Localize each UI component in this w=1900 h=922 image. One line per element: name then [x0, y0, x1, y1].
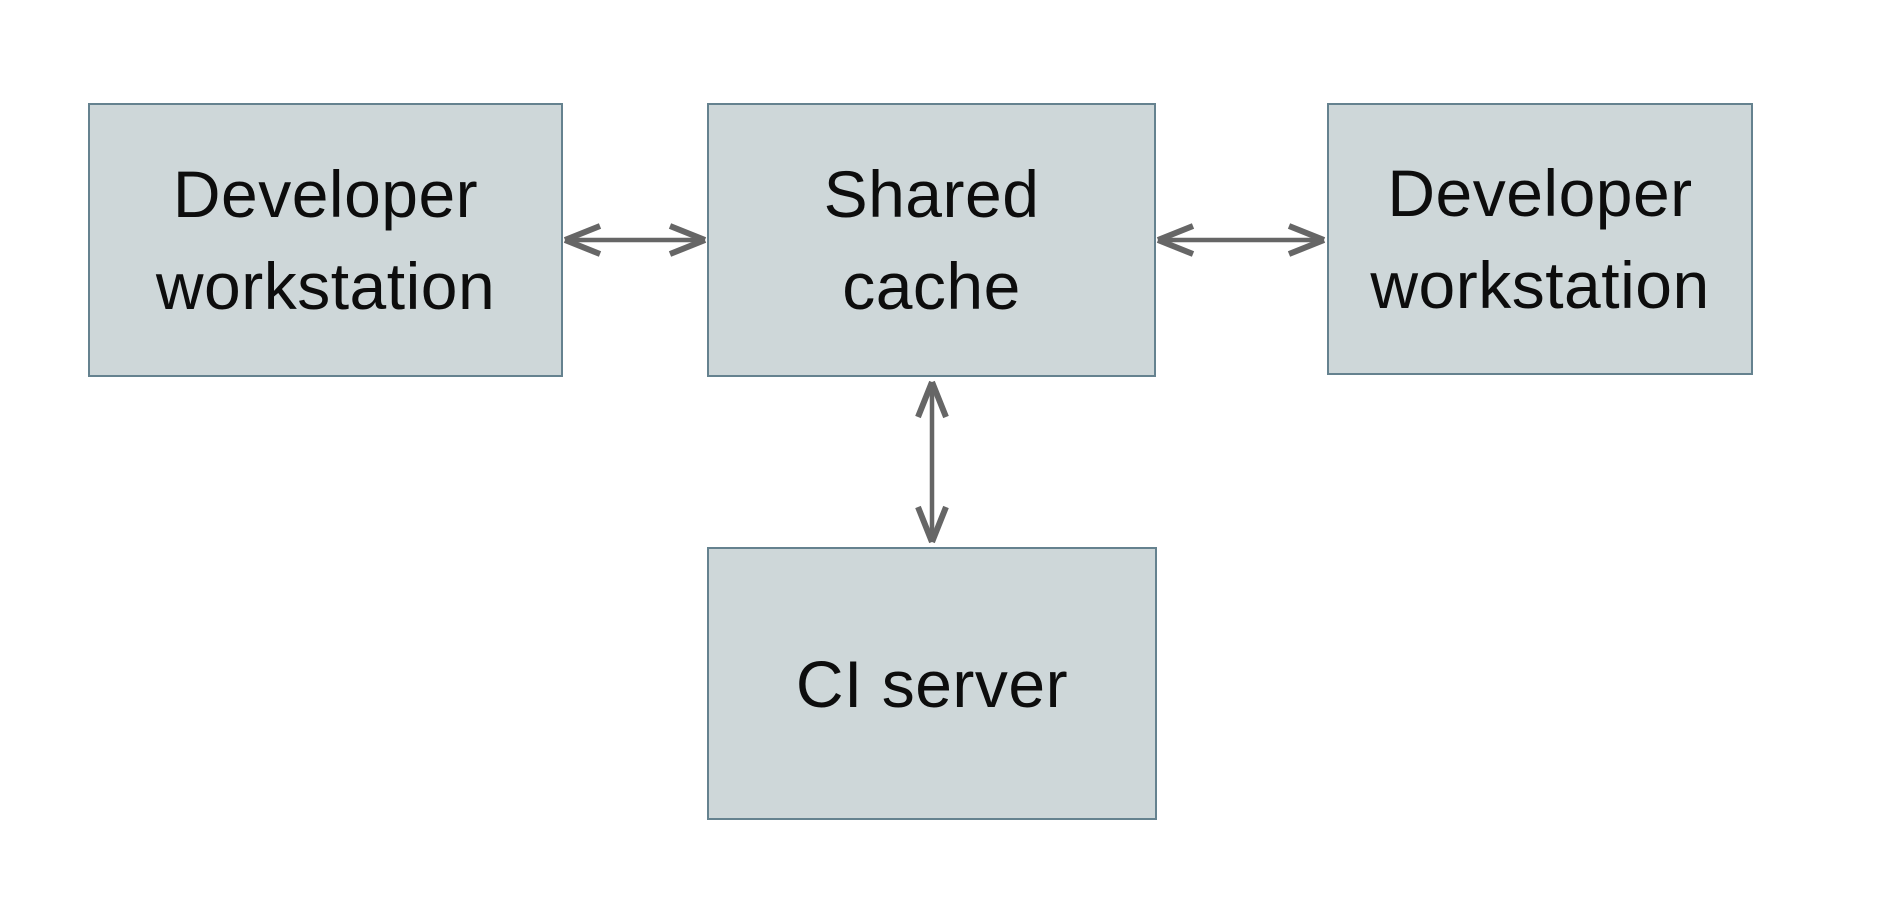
node-shared-cache: Shared cache: [707, 103, 1156, 377]
node-ci-server: CI server: [707, 547, 1157, 820]
node-label-line: Shared: [823, 157, 1040, 231]
bidirectional-arrow-icon: [563, 223, 707, 257]
node-developer-workstation-left: Developer workstation: [88, 103, 563, 377]
node-label-line: Developer: [1387, 156, 1693, 230]
node-label-line: cache: [842, 249, 1021, 323]
bidirectional-arrow-icon: [915, 380, 949, 544]
bidirectional-arrow-icon: [1156, 223, 1326, 257]
node-label-line: workstation: [1370, 248, 1710, 322]
node-label-line: Developer: [172, 157, 479, 231]
node-label-line: workstation: [155, 249, 496, 323]
node-developer-workstation-right: Developer workstation: [1327, 103, 1753, 375]
node-label-line: CI server: [795, 646, 1069, 721]
